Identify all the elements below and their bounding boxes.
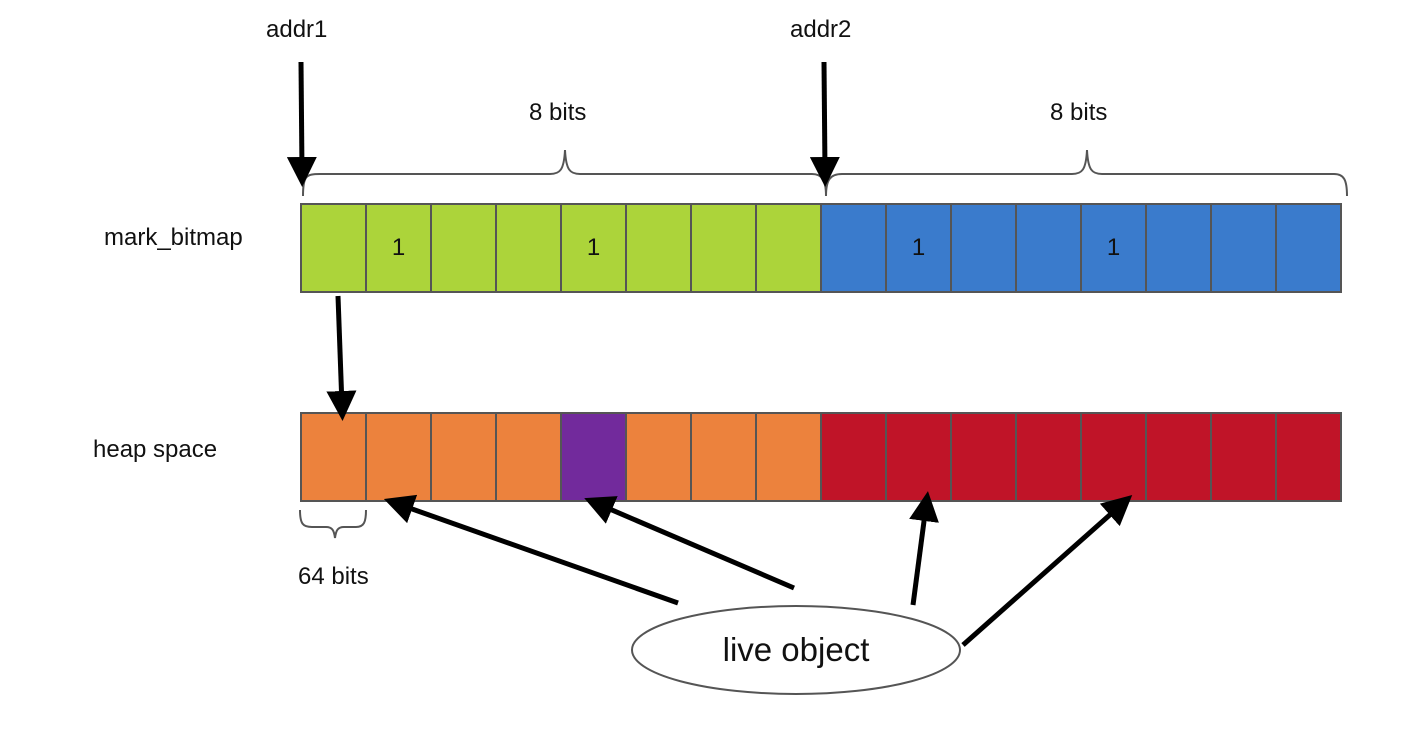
heap-cell-9 [885, 412, 952, 502]
mark-bitmap-label: mark_bitmap [104, 224, 243, 251]
bitmap-cell-15 [1275, 203, 1342, 293]
bitmap-cell-10 [950, 203, 1017, 293]
addr2-label: addr2 [790, 16, 852, 43]
heap-cell-11 [1015, 412, 1082, 502]
heap-cell-2 [430, 412, 497, 502]
brace-second-byte [825, 149, 1348, 197]
heap-cell-4 [560, 412, 627, 502]
bitmap-cell-9: 1 [885, 203, 952, 293]
heap-space-row [300, 412, 1342, 502]
bitmap-cell-12: 1 [1080, 203, 1147, 293]
live-object-arrow-2 [584, 496, 795, 591]
live-object-arrow-3 [909, 491, 939, 606]
heap-space-label: heap space [93, 436, 218, 463]
brace-64-bits [299, 509, 367, 539]
bits-label-first: 8 bits [529, 99, 587, 126]
bitmap-cell-4: 1 [560, 203, 627, 293]
live-object-arrow-1 [383, 494, 679, 606]
heap-cell-5 [625, 412, 692, 502]
bits-label-second: 8 bits [1050, 99, 1108, 126]
bitmap-cell-8 [820, 203, 887, 293]
live-object-label: live object [722, 631, 870, 668]
live-object-ellipse [631, 605, 961, 695]
heap-cell-1 [365, 412, 432, 502]
addr1-label: addr1 [266, 16, 328, 43]
live-object-arrow-4 [961, 495, 1133, 647]
heap-cell-15 [1275, 412, 1342, 502]
addr2-arrow [809, 61, 840, 187]
addr1-arrow [286, 61, 317, 187]
heap-cell-8 [820, 412, 887, 502]
heap-cell-6 [690, 412, 757, 502]
bitmap-to-heap-arrow [326, 295, 357, 421]
cell-size-label: 64 bits [298, 563, 369, 590]
brace-first-byte [302, 149, 827, 197]
heap-cell-14 [1210, 412, 1277, 502]
heap-cell-13 [1145, 412, 1212, 502]
heap-cell-7 [755, 412, 822, 502]
